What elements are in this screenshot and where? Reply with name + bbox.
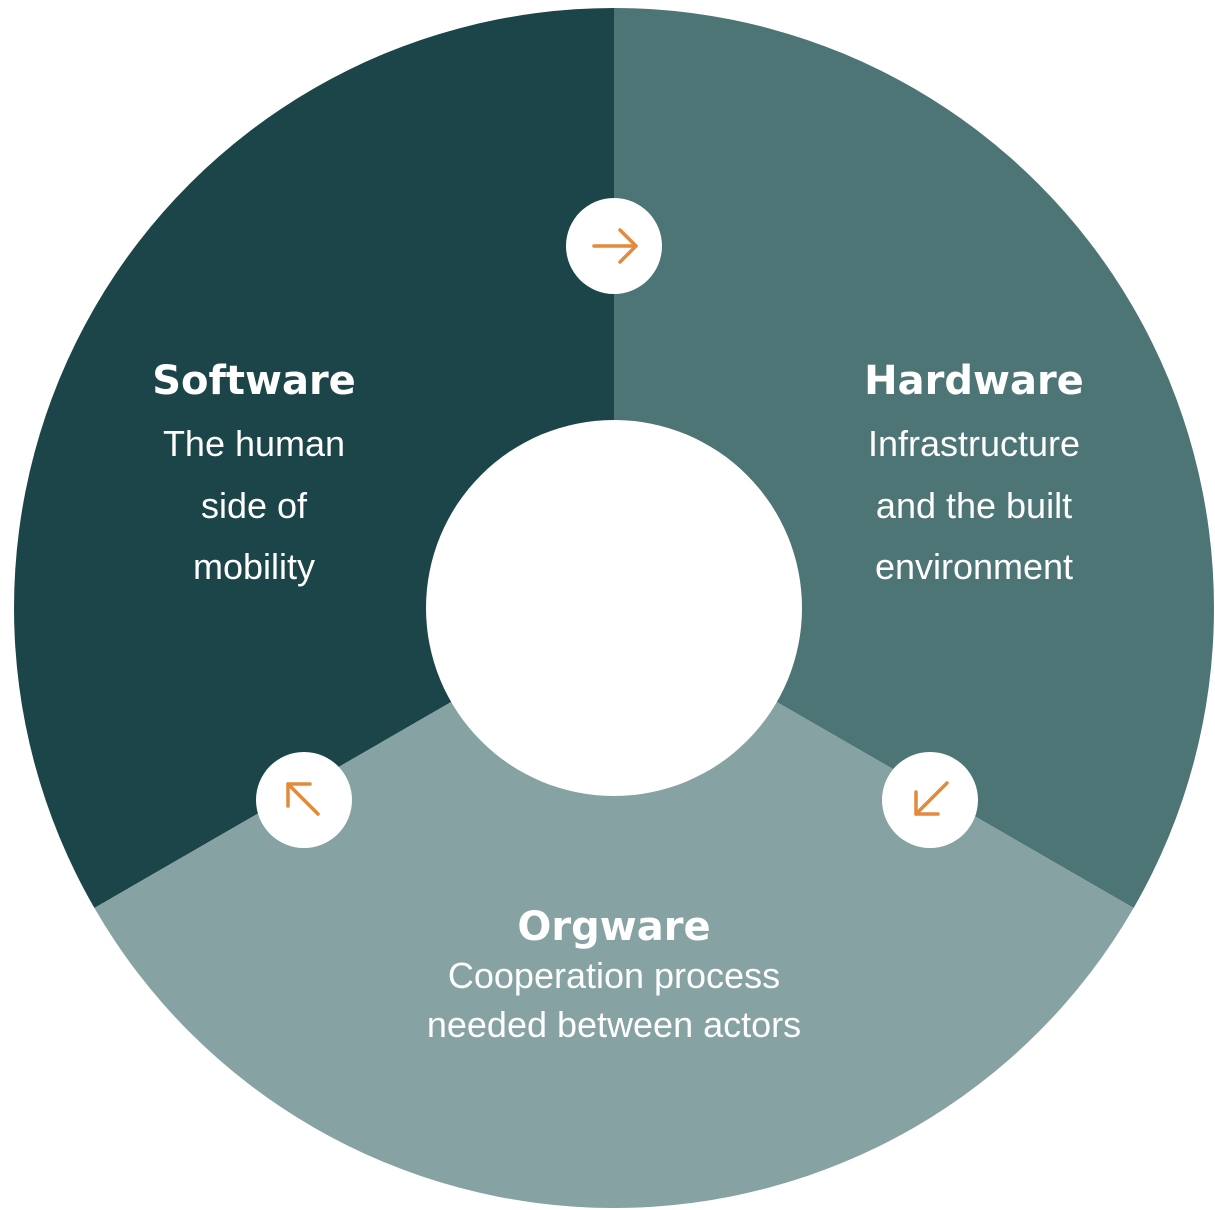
orgware-description-line-1: Cooperation process	[448, 955, 780, 996]
hardware-description-line-1: Infrastructure	[868, 423, 1080, 464]
hardware-description-line-3: environment	[875, 546, 1073, 587]
arrow-badge-top	[566, 198, 662, 294]
orgware-title: Orgware	[517, 904, 710, 950]
software-title: Software	[152, 358, 356, 404]
software-description-line-3: mobility	[193, 546, 315, 587]
hardware-description-line-2: and the built	[876, 485, 1072, 526]
orgware-description-line-2: needed between actors	[427, 1004, 801, 1045]
arrow-down-left-icon	[914, 781, 949, 816]
arrow-badge-left	[256, 752, 352, 848]
center-hub	[426, 420, 802, 796]
sector-ring	[14, 8, 1214, 1208]
software-description-line-2: side of	[201, 485, 308, 526]
hardware-title: Hardware	[864, 358, 1084, 404]
software-label: Software The human side of mobility	[152, 358, 356, 587]
hardware-label: Hardware Infrastructure and the built en…	[864, 358, 1084, 587]
software-description-line-1: The human	[163, 423, 345, 464]
arrow-badge-right	[882, 752, 978, 848]
arrow-up-left-icon	[286, 782, 320, 816]
arrow-right-icon	[592, 228, 638, 264]
orgware-sector	[94, 608, 1134, 1208]
orgware-label: Orgware Cooperation process needed betwe…	[427, 904, 801, 1045]
